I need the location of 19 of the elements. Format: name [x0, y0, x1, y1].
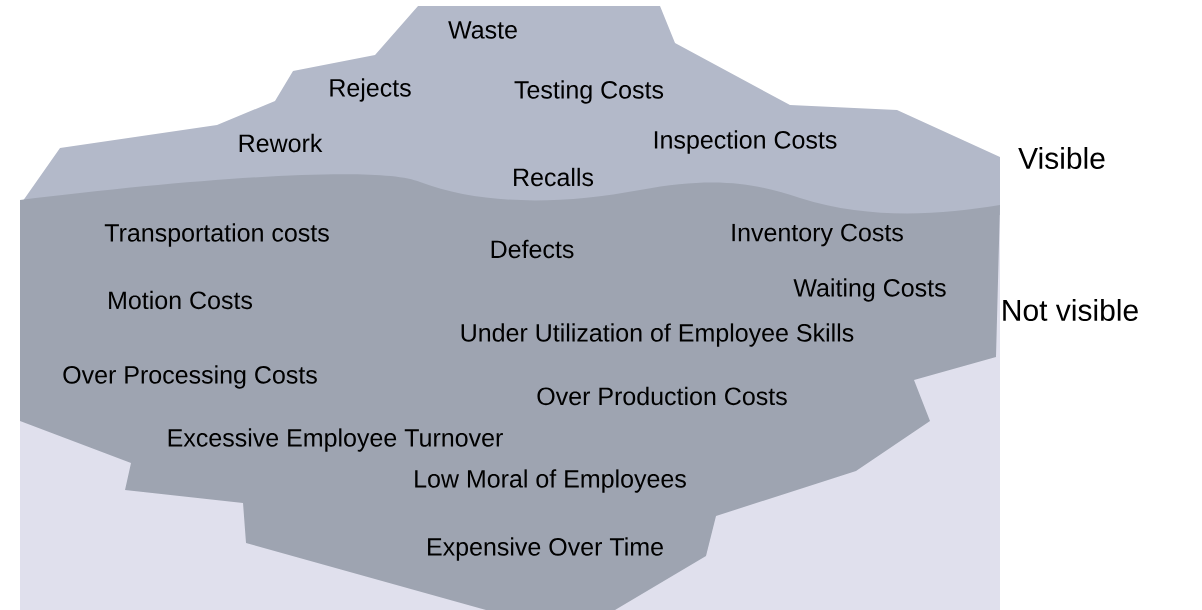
cost-label: Over Production Costs: [537, 386, 787, 406]
water-level-label: Visible: [1018, 147, 1105, 169]
cost-label: Rework: [239, 133, 323, 153]
cost-label: Excessive Employee Turnover: [168, 428, 503, 452]
cost-label: Transportation costs: [104, 223, 329, 247]
cost-label: Inspection Costs: [654, 130, 837, 154]
cost-label: Expensive Over Time: [428, 537, 663, 561]
cost-label: Testing Costs: [514, 80, 664, 104]
cost-label: Rejects: [330, 78, 411, 102]
cost-label: Waiting Costs: [793, 278, 946, 302]
cost-label: Under Utilization of Employee Skills: [461, 323, 854, 347]
cost-label: Inventory Costs: [732, 223, 903, 247]
cost-label: Waste: [448, 21, 517, 39]
cost-label: Recalls: [514, 167, 594, 187]
cost-label: Motion Costs: [109, 290, 252, 310]
water-level-label: Not visible: [1003, 299, 1138, 321]
cost-label: Over Processing Costs: [63, 365, 317, 389]
cost-label: Defects: [491, 239, 574, 259]
cost-label: Low Moral of Employees: [415, 469, 686, 493]
